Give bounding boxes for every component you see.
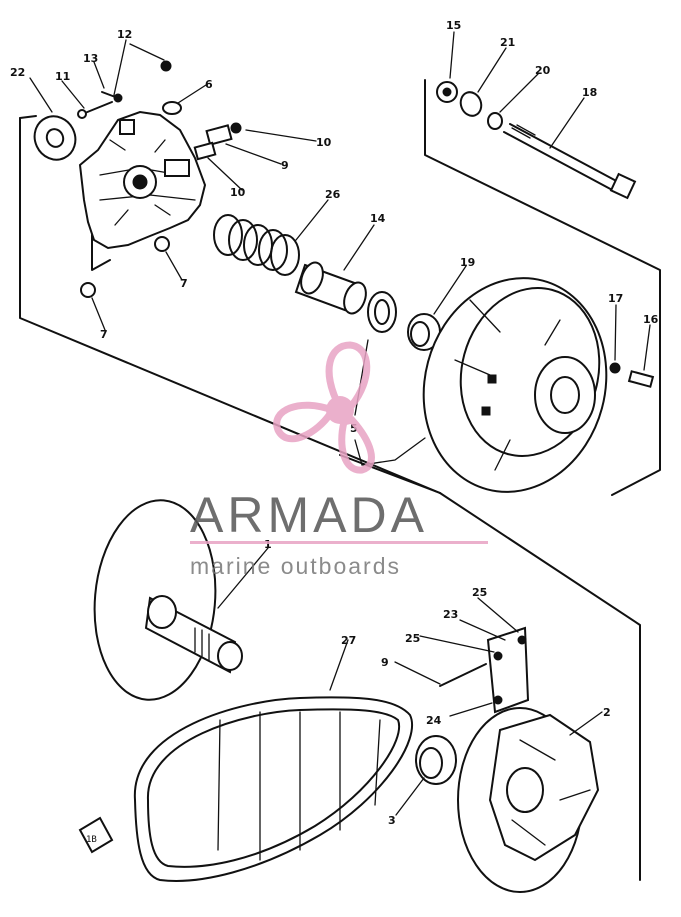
seal-part-5 — [367, 291, 397, 333]
ring-part-19 — [407, 313, 441, 351]
washer-part-22 — [33, 115, 77, 161]
callout-10-lower: 10 — [230, 186, 246, 199]
callout-18: 18 — [582, 86, 597, 99]
pins-part-7 — [80, 236, 170, 298]
callout-13: 13 — [83, 52, 98, 65]
callout-24: 24 — [426, 714, 442, 727]
callout-9-upper: 9 — [281, 159, 289, 172]
callout-19: 19 — [460, 256, 475, 269]
callout-12: 12 — [117, 28, 132, 41]
callout-25-upper: 25 — [472, 586, 487, 599]
callout-23: 23 — [443, 608, 458, 621]
watermark-tagline: marine outboards — [190, 553, 401, 579]
callout-3: 3 — [388, 814, 396, 827]
propeller-logo-icon — [273, 341, 375, 474]
callout-27: 27 — [341, 634, 356, 647]
callout-7-upper: 7 — [180, 277, 188, 290]
callout-1: 1 — [264, 538, 272, 551]
callout-2: 2 — [603, 706, 611, 719]
corner-mark-text: 1B — [86, 835, 97, 845]
armada-watermark: ARMADA marine outboards — [190, 341, 488, 579]
callout-9-lower: 9 — [381, 656, 389, 669]
drum-sheave-part — [422, 277, 655, 493]
primary-sheave-part-1 — [93, 499, 243, 701]
callout-17: 17 — [608, 292, 623, 305]
bushing-part-14 — [294, 261, 367, 315]
spring-part-26 — [213, 214, 300, 276]
long-bolt-part-18 — [436, 81, 637, 200]
callout-16: 16 — [643, 313, 659, 326]
callout-22: 22 — [10, 66, 25, 79]
callout-7-lower: 7 — [100, 328, 108, 341]
callout-5: 5 — [350, 422, 358, 435]
callout-10-upper: 10 — [316, 136, 332, 149]
callout-26: 26 — [325, 188, 341, 201]
corner-reference-tag: 1B — [78, 816, 114, 854]
callout-6: 6 — [205, 78, 213, 91]
drive-belt-part-27 — [133, 696, 413, 882]
callout-20: 20 — [535, 64, 551, 77]
rollers-group — [162, 101, 242, 161]
callout-14: 14 — [370, 212, 386, 225]
cam-bracket-part-23 — [439, 626, 530, 714]
ring-part-3 — [415, 735, 457, 785]
callout-11: 11 — [55, 70, 70, 83]
callout-21: 21 — [500, 36, 515, 49]
watermark-underline — [190, 541, 488, 544]
spider-hub-part — [78, 110, 207, 271]
callout-25-lower: 25 — [405, 632, 420, 645]
secondary-sheave-part-2 — [457, 707, 600, 893]
callout-labels: 22 11 13 12 6 10 9 10 26 14 7 7 15 21 20… — [10, 19, 659, 827]
small-bolts-group — [77, 60, 172, 119]
watermark-brand: ARMADA — [190, 487, 428, 543]
callout-15: 15 — [446, 19, 461, 32]
